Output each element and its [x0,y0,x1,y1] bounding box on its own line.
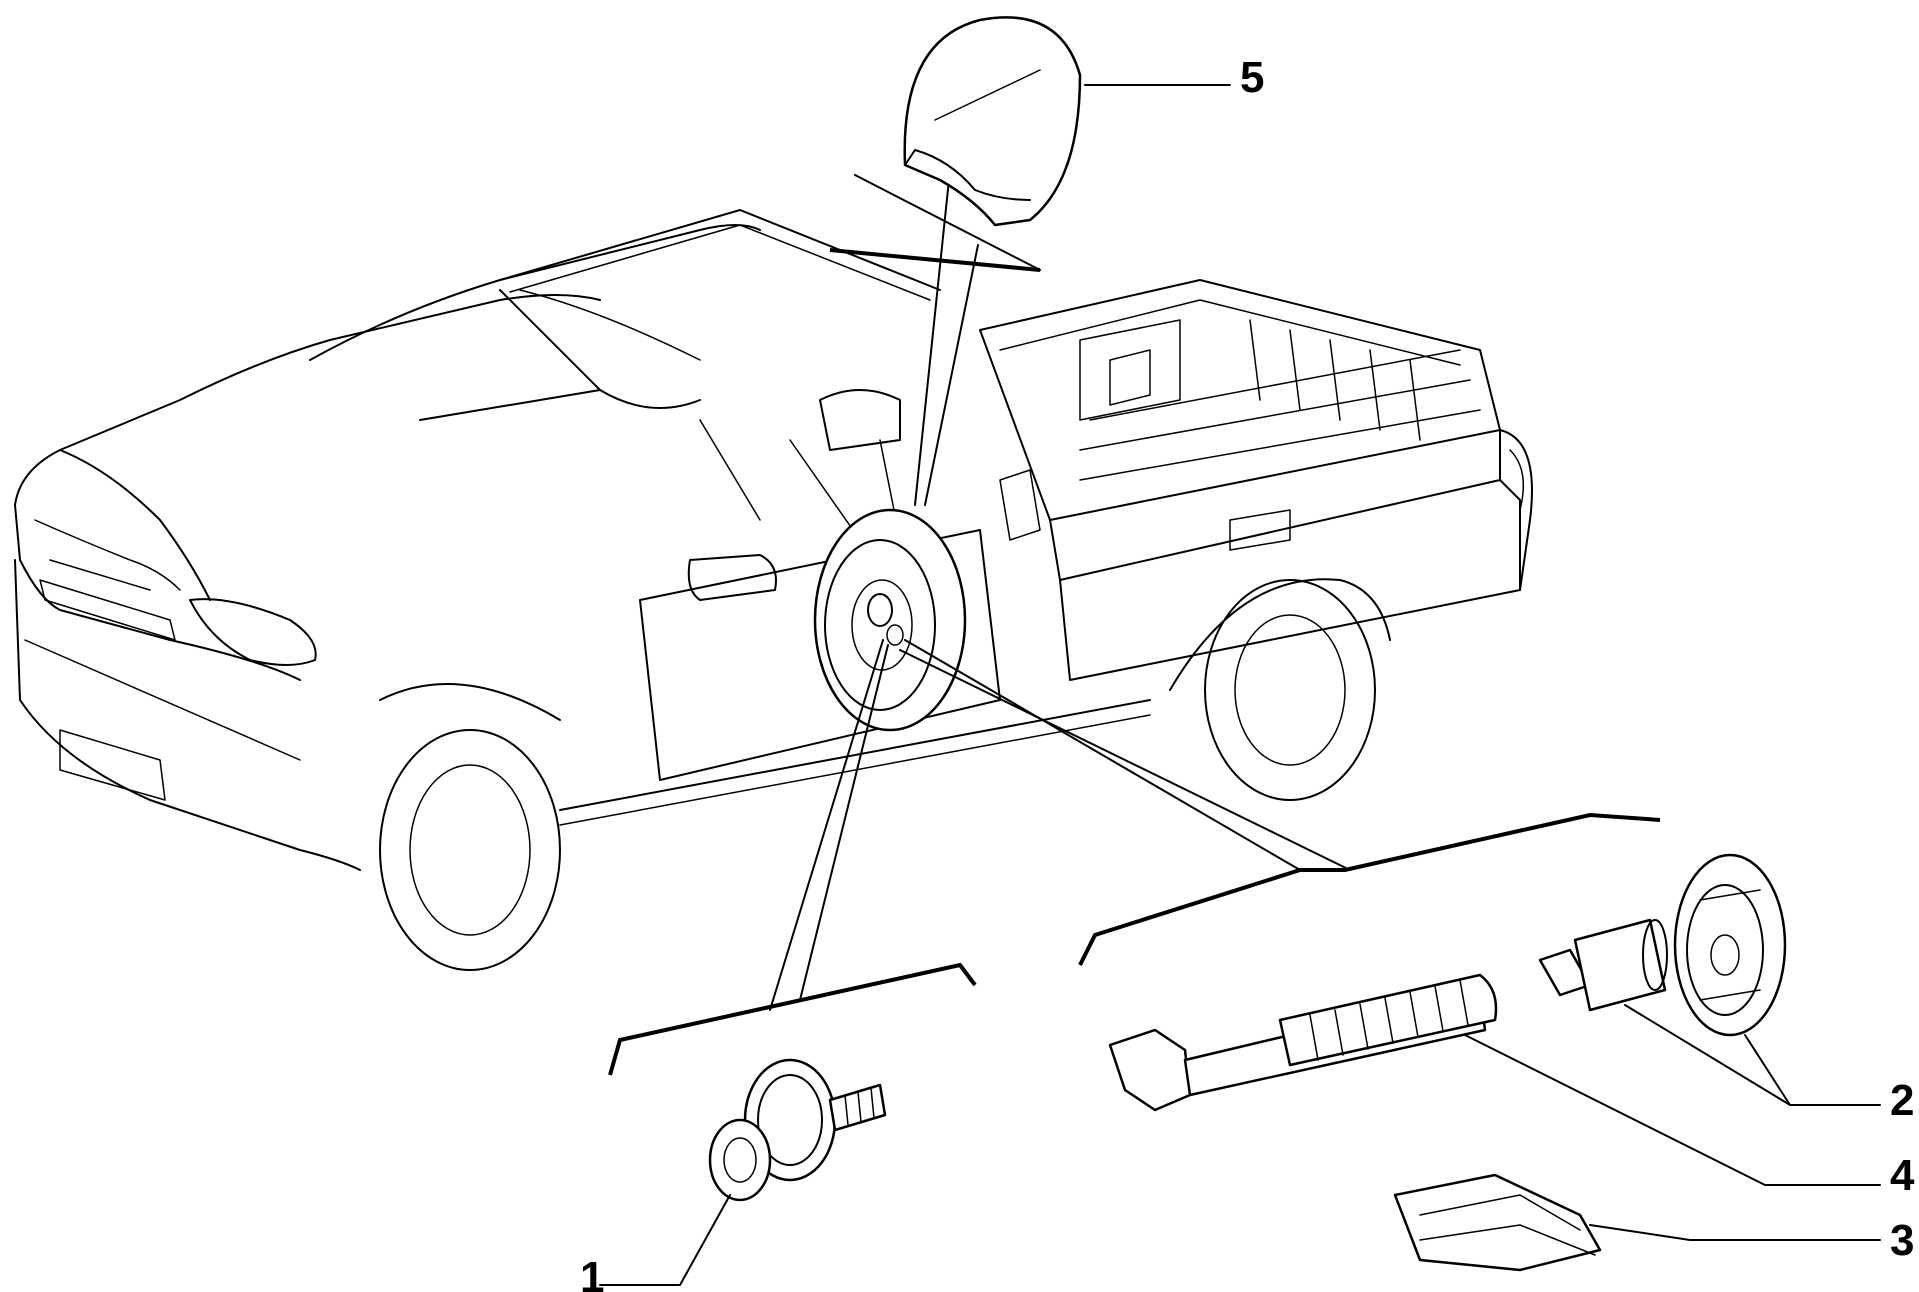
callout-leaders [599,84,1881,1286]
part-3-clip [1393,1173,1602,1272]
callout-number-5: 5 [1240,53,1264,102]
part-4-bolt [1108,973,1498,1112]
spare-wheel [813,508,967,732]
callout-number-4: 4 [1890,1151,1915,1200]
bracket-part-5 [829,248,1041,272]
part-2-lock-cap [1673,853,1787,1037]
bracket-parts-2-4 [1078,812,1661,966]
pickup-truck-illustration [14,209,1533,971]
bracket-part-1 [608,962,977,1076]
callout-number-2: 2 [1890,1076,1914,1125]
part-2-socket-adapter [1538,918,1668,1012]
part-1-stud [708,1058,887,1202]
leader-lines [769,169,1351,1011]
callout-number-1: 1 [580,1253,604,1292]
callout-number-3: 3 [1890,1216,1914,1265]
part-5-wheel-cover [903,16,1082,227]
